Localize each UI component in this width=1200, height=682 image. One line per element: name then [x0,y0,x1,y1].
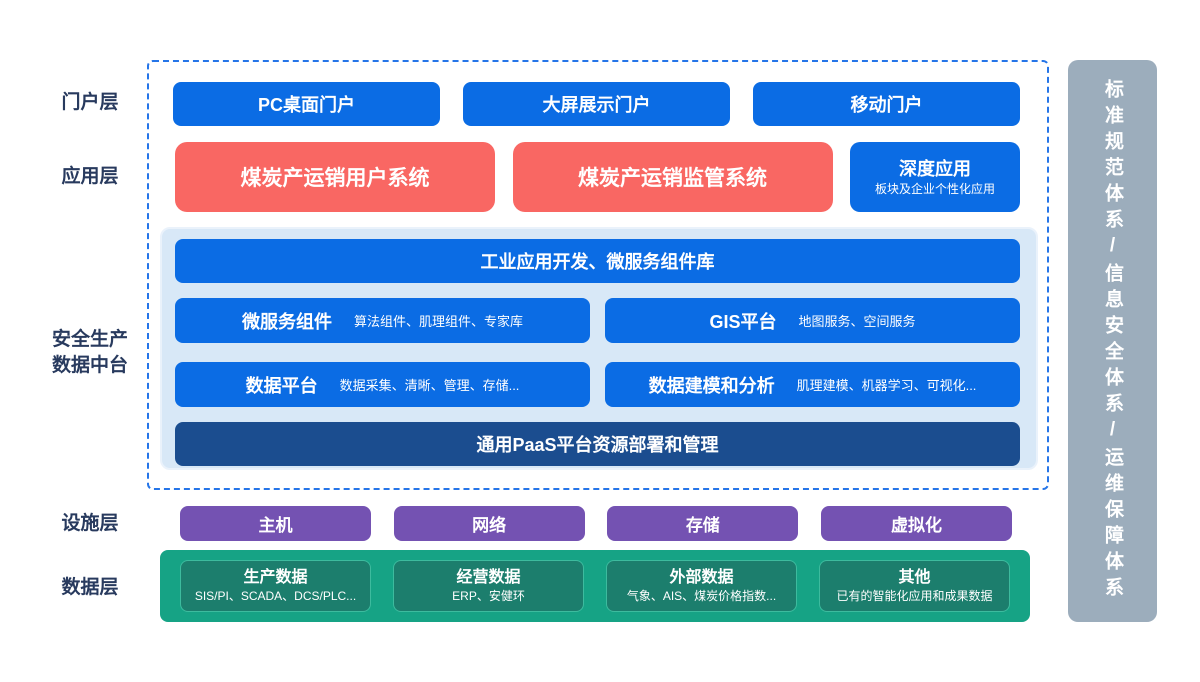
data-box-other: 其他 已有的智能化应用和成果数据 [819,560,1010,612]
production-data-subtitle: SIS/PI、SCADA、DCS/PLC... [194,589,357,603]
standards-security-ops-sidebar: 标准规范体系/信息安全体系/运维保障体系 [1068,60,1157,622]
layer-label-platform: 安全生产 数据中台 [30,327,150,379]
production-data-title: 生产数据 [243,569,308,586]
portal-box-pc-desktop: PC桌面门户 [173,82,440,126]
layer-label-portal: 门户层 [61,92,119,113]
modeling-title: 数据建模和分析 [648,375,775,396]
business-data-subtitle: ERP、安健环 [452,589,525,603]
external-data-title: 外部数据 [669,569,734,586]
other-data-title: 其他 [898,569,931,586]
gis-title: GIS平台 [709,311,777,332]
platform-cell-row-2: 数据平台 数据采集、清晰、管理、存储... 数据建模和分析 肌理建模、机器学习、… [175,362,1020,407]
app-box-user-system: 煤炭产运销用户系统 [175,142,495,212]
infra-box-host: 主机 [180,506,371,541]
data-box-production: 生产数据 SIS/PI、SCADA、DCS/PLC... [180,560,371,612]
deep-application-subtitle: 板块及企业个性化应用 [874,181,995,196]
microservices-subtitle: 算法组件、肌理组件、专家库 [353,314,523,329]
portal-box-big-screen: 大屏展示门户 [463,82,730,126]
data-platform-title: 数据平台 [245,375,318,396]
sidebar-vertical-text: 标准规范体系/信息安全体系/运维保障体系 [1102,79,1123,603]
app-box-deep-application: 深度应用 板块及企业个性化应用 [850,142,1020,212]
layer-label-data: 数据层 [61,577,119,598]
dashed-boundary [147,60,1049,490]
platform-cell-microservices: 微服务组件 算法组件、肌理组件、专家库 [175,298,590,343]
portal-box-mobile: 移动门户 [753,82,1020,126]
platform-cell-data-platform: 数据平台 数据采集、清晰、管理、存储... [175,362,590,407]
data-box-external: 外部数据 气象、AIS、煤炭价格指数... [606,560,797,612]
other-data-subtitle: 已有的智能化应用和成果数据 [836,589,993,603]
data-platform-subtitle: 数据采集、清晰、管理、存储... [339,378,520,393]
platform-cell-modeling: 数据建模和分析 肌理建模、机器学习、可视化... [605,362,1020,407]
infra-box-network: 网络 [393,506,585,541]
data-layer-container: 生产数据 SIS/PI、SCADA、DCS/PLC... 经营数据 ERP、安健… [160,550,1030,622]
platform-cell-row-1: 微服务组件 算法组件、肌理组件、专家库 GIS平台 地图服务、空间服务 [175,298,1020,343]
app-box-supervision-system: 煤炭产运销监管系统 [512,142,833,212]
modeling-subtitle: 肌理建模、机器学习、可视化... [796,378,977,393]
infra-box-virtualization: 虚拟化 [820,506,1012,541]
platform-cell-gis: GIS平台 地图服务、空间服务 [605,298,1020,343]
layer-label-platform-line2: 数据中台 [51,355,128,376]
application-row: 煤炭产运销用户系统 煤炭产运销监管系统 深度应用 板块及企业个性化应用 [175,142,1020,212]
layer-label-infrastructure: 设施层 [61,513,119,534]
infra-box-storage: 存储 [607,506,799,541]
business-data-title: 经营数据 [456,569,521,586]
portal-row: PC桌面门户 大屏展示门户 移动门户 [173,82,1020,126]
platform-paas-bar: 通用PaaS平台资源部署和管理 [175,422,1020,466]
external-data-subtitle: 气象、AIS、煤炭价格指数... [626,589,777,603]
layer-label-application: 应用层 [61,166,119,187]
deep-application-title: 深度应用 [899,158,971,179]
gis-subtitle: 地图服务、空间服务 [798,314,916,329]
platform-top-bar: 工业应用开发、微服务组件库 [175,239,1020,283]
data-box-business: 经营数据 ERP、安健环 [393,560,584,612]
layer-label-platform-line1: 安全生产 [51,329,128,350]
infrastructure-row: 主机 网络 存储 虚拟化 [180,506,1012,541]
microservices-title: 微服务组件 [241,311,332,332]
